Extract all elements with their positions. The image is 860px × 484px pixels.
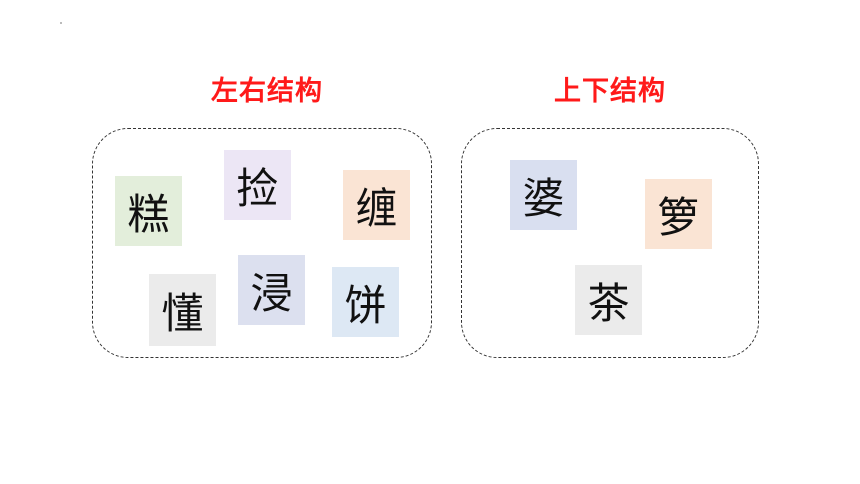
- char-cha: 茶: [587, 278, 630, 328]
- char-card-jin: 浸: [238, 255, 305, 325]
- char-chan: 缠: [355, 183, 398, 233]
- char-bing: 饼: [344, 280, 387, 330]
- char-card-bing: 饼: [332, 267, 399, 337]
- right-group-title: 上下结构: [554, 76, 666, 107]
- char-card-jian: 捡: [224, 150, 291, 220]
- char-card-cha: 茶: [575, 265, 642, 335]
- char-dong: 懂: [161, 288, 204, 338]
- char-po: 婆: [522, 173, 565, 223]
- char-card-gao: 糕: [115, 176, 182, 246]
- char-card-luo: 箩: [645, 179, 712, 249]
- decorative-dot: [60, 22, 62, 24]
- char-luo: 箩: [657, 192, 700, 242]
- char-card-chan: 缠: [343, 170, 410, 240]
- left-group-title: 左右结构: [211, 76, 323, 107]
- left-structure-box: [92, 128, 432, 358]
- char-card-po: 婆: [510, 160, 577, 230]
- char-jin: 浸: [250, 268, 293, 318]
- char-jian: 捡: [236, 163, 279, 213]
- char-gao: 糕: [127, 189, 170, 239]
- char-card-dong: 懂: [149, 274, 216, 346]
- right-structure-box: [461, 128, 759, 358]
